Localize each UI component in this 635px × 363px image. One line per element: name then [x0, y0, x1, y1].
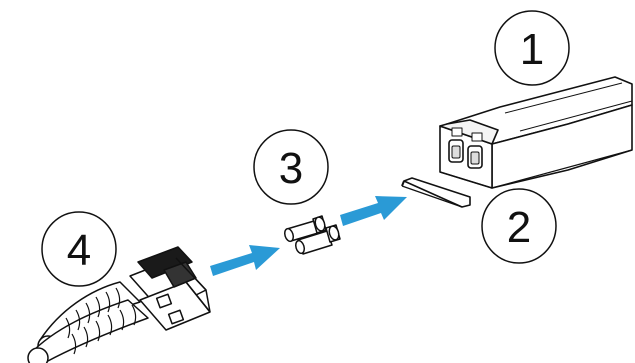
dust-plugs — [283, 216, 340, 254]
sfp-transceiver-module — [440, 77, 632, 188]
svg-text:1: 1 — [520, 25, 544, 74]
callout-1: 1 — [495, 11, 569, 85]
arrow-connector-to-plugs — [210, 245, 280, 276]
bail-latch — [402, 178, 470, 207]
svg-text:3: 3 — [279, 144, 303, 193]
callout-3: 3 — [254, 130, 328, 204]
callout-4: 4 — [42, 212, 116, 286]
arrow-plugs-to-module — [340, 196, 407, 226]
svg-text:2: 2 — [507, 203, 531, 252]
callout-2: 2 — [482, 189, 556, 263]
svg-text:4: 4 — [67, 226, 91, 275]
